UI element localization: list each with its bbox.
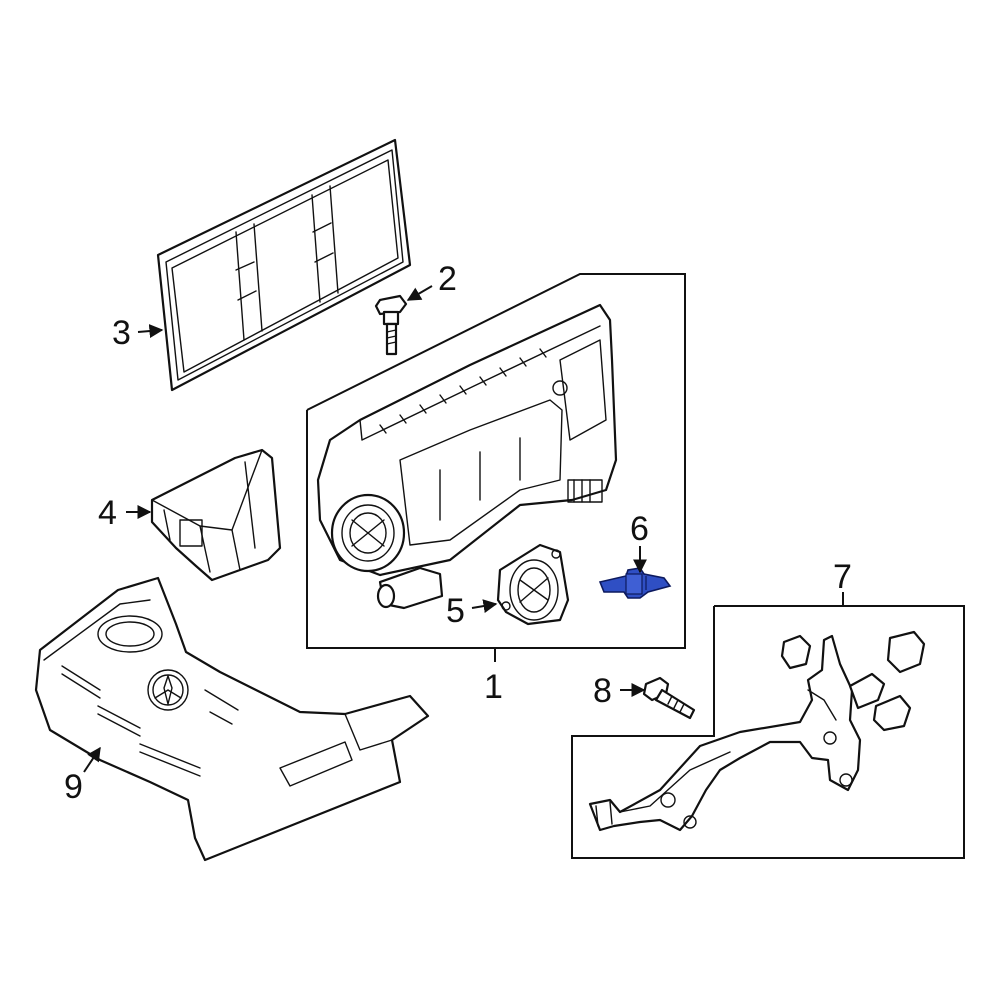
callout-8: 8: [593, 672, 612, 710]
intake-adapter-part[interactable]: [496, 543, 570, 626]
assembly-7-frame: [571, 605, 965, 859]
stud-bolt-part[interactable]: [642, 676, 696, 720]
air-flow-sensor-part[interactable]: [598, 567, 672, 599]
leader-9: [83, 746, 101, 773]
callout-4: 4: [98, 494, 117, 532]
callout-1: 1: [484, 668, 503, 706]
callout-3: 3: [112, 314, 131, 352]
callout-2: 2: [438, 260, 457, 298]
assembly-1-frame: [306, 273, 686, 649]
mounting-bracket-part[interactable]: [588, 630, 926, 832]
leader-5: [471, 599, 498, 613]
callout-7: 7: [833, 558, 852, 596]
air-filter-part[interactable]: [156, 138, 412, 392]
engine-cover-part[interactable]: [34, 576, 430, 862]
air-cleaner-housing-part[interactable]: [316, 303, 618, 610]
intake-duct-part[interactable]: [150, 448, 282, 582]
callout-6: 6: [630, 510, 649, 548]
leader-2: [406, 285, 433, 301]
leader-3: [137, 324, 164, 339]
callout-5: 5: [446, 592, 465, 630]
sensor-connector: [625, 573, 643, 595]
bolt-part[interactable]: [374, 294, 408, 356]
callout-9: 9: [64, 768, 83, 806]
